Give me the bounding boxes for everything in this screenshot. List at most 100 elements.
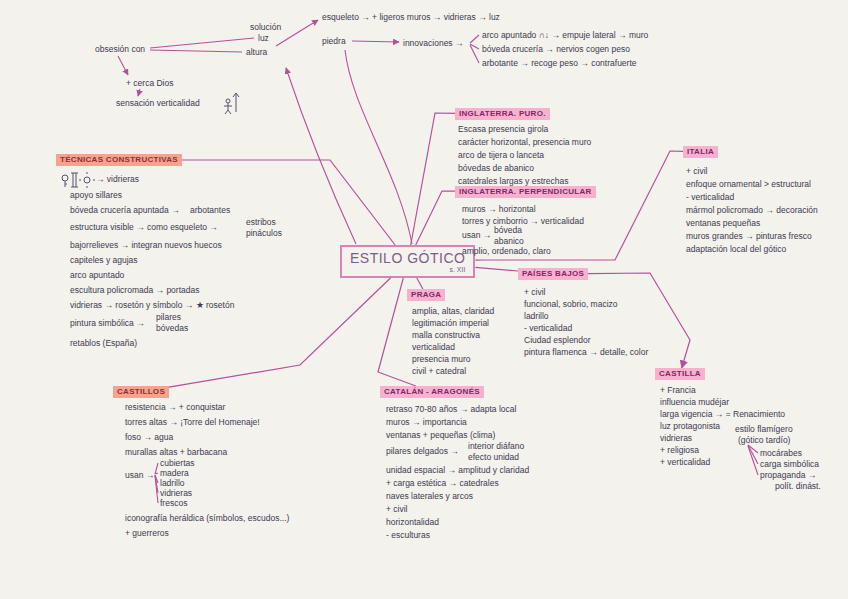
note-text: unidad espacial → amplitud y claridad: [386, 465, 529, 475]
central-box: ESTILO GÓTICOs. XII: [340, 245, 475, 278]
pillar-icon: [71, 173, 78, 187]
note-text: torres altas → ¡Torre del Homenaje!: [125, 417, 260, 427]
section-header: TÉCNICAS CONSTRUCTIVAS: [56, 154, 182, 166]
note-text: amplia, altas, claridad: [412, 306, 494, 316]
note-text: murallas altas + barbacana: [125, 447, 227, 457]
sun-icon: [84, 177, 90, 183]
section-header: INGLATERRA. PURO.: [455, 108, 550, 120]
note-text: frescos: [160, 498, 187, 508]
node-title: PAÍSES BAJOS: [522, 269, 584, 279]
note-text: mocárabes: [760, 448, 802, 458]
flow-arrow: [138, 89, 140, 96]
note-text: altura: [246, 47, 267, 57]
note-text: muros → importancia: [386, 417, 467, 427]
sun-icon: [79, 172, 95, 188]
note-text: pilares: [156, 312, 181, 322]
note-text: bóveda crucería apuntada →: [70, 205, 180, 215]
section-header: CATALÁN - ARAGONÉS: [380, 386, 484, 398]
note-text: + cerca Dios: [126, 78, 173, 88]
note-text: + civil: [524, 287, 546, 297]
note-text: vidrieras → rosetón y símbolo → ★ rosetó…: [70, 300, 234, 310]
section-header: INGLATERRA. PERPENDICULAR: [455, 186, 596, 198]
section-header: PRAGA: [407, 289, 445, 301]
brace-line: [150, 38, 254, 48]
person-icon: [224, 103, 232, 114]
note-text: arco apuntado: [70, 270, 124, 280]
fan-line: [470, 45, 479, 63]
note-text: carga simbólica: [760, 459, 819, 469]
note-text: foso → agua: [125, 432, 173, 442]
note-text: bóvedas de abanico: [458, 163, 534, 173]
note-text: propaganda →: [760, 470, 816, 480]
note-text: mármol policromado → decoración: [686, 205, 818, 215]
note-text: torres y cimborrio → verticalidad: [462, 216, 584, 226]
note-text: - verticalidad: [686, 192, 734, 202]
node-title: INGLATERRA. PERPENDICULAR: [459, 187, 592, 197]
note-text: vidrieras: [660, 433, 692, 443]
note-text: horizontalidad: [386, 517, 439, 527]
note-text: + Francia: [660, 385, 696, 395]
fan-line: [155, 476, 158, 503]
node-title: INGLATERRA. PURO.: [459, 109, 546, 119]
note-text: enfoque ornamental > estructural: [686, 179, 811, 189]
note-text: pináculos: [246, 228, 282, 238]
note-text: bóveda crucería → nervios cogen peso: [482, 44, 630, 54]
branch-connector: [417, 278, 423, 289]
flow-arrow: [118, 56, 128, 75]
note-text: usan →: [462, 230, 491, 240]
note-text: bóveda: [494, 225, 522, 235]
note-text: innovaciones →: [403, 38, 463, 48]
note-text: pintura flamenca → detalle, color: [524, 347, 648, 357]
note-text: polít. dinást.: [775, 481, 821, 491]
note-text: arco de tijera o lanceta: [458, 150, 544, 160]
note-text: resistencia → + conquistar: [125, 402, 225, 412]
note-text: iconografía heráldica (símbolos, escudos…: [125, 513, 289, 523]
note-text: muros grandes → pinturas fresco: [686, 231, 812, 241]
note-text: - verticalidad: [524, 323, 572, 333]
note-text: escultura policromada → portadas: [70, 285, 199, 295]
flow-arrow: [352, 41, 399, 42]
note-text: legitimación imperial: [412, 318, 489, 328]
note-text: pintura simbólica →: [70, 318, 145, 328]
note-text: madera: [160, 468, 189, 478]
note-text: piedra: [322, 36, 346, 46]
branch-arrow: [286, 68, 356, 244]
note-text: presencia muro: [412, 354, 471, 364]
note-text: - esculturas: [386, 530, 430, 540]
note-text: (gótico tardío): [738, 435, 790, 445]
node-title: ITALIA: [687, 147, 714, 157]
node-title: CATALÁN - ARAGONÉS: [384, 387, 480, 397]
note-text: retraso 70-80 años → adapta local: [386, 404, 516, 414]
note-text: + verticalidad: [660, 457, 710, 467]
section-header: CASTILLA: [655, 368, 705, 380]
note-text: funcional, sobrio, macizo: [524, 299, 618, 309]
branch-connector: [416, 191, 455, 245]
note-text: esqueleto → + ligeros muros → vidrieras …: [322, 12, 500, 22]
note-text: efecto unidad: [468, 452, 519, 462]
fan-line: [748, 446, 758, 475]
note-text: + carga estética → catedrales: [386, 478, 499, 488]
note-text: civil + catedral: [412, 366, 466, 376]
key-icon: [62, 175, 68, 187]
fan-line: [155, 463, 158, 474]
note-text: bajorrelieves → integran nuevos huecos: [70, 240, 222, 250]
note-text: arbotantes: [190, 205, 230, 215]
branch-connector: [182, 160, 395, 245]
note-text: adaptación local del gótico: [686, 244, 786, 254]
note-text: catedrales largas y estrechas: [458, 176, 569, 186]
brace-line: [150, 50, 242, 52]
section-header: ITALIA: [683, 146, 718, 158]
branch-connector: [475, 267, 518, 271]
note-text: capiteles y agujas: [70, 255, 138, 265]
note-text: abanico: [494, 236, 524, 246]
note-text: verticalidad: [412, 342, 455, 352]
note-text: obsesión con: [95, 44, 145, 54]
node-title: CASTILLA: [659, 369, 701, 379]
up-arrow-icon: [233, 93, 239, 112]
node-title: PRAGA: [411, 290, 441, 300]
note-text: larga vigencia → = Renacimiento: [660, 409, 785, 419]
note-text: carácter horizontal, presencia muro: [458, 137, 591, 147]
solution-line: [276, 20, 318, 46]
note-text: apoyo sillares: [70, 190, 122, 200]
note-text: cubiertas: [160, 458, 195, 468]
